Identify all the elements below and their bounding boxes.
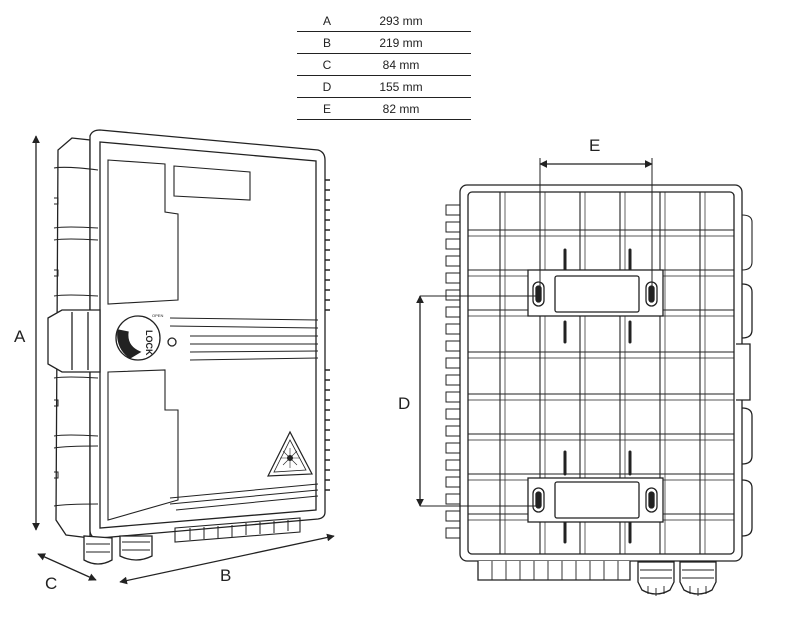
dim-key: A [297, 10, 361, 32]
open-label: OPEN [152, 313, 163, 318]
dim-value: 219 mm [361, 31, 471, 54]
dimension-c-label: C [45, 574, 57, 593]
lock-label: LOCK [144, 330, 154, 356]
dimension-e-label: E [589, 136, 600, 155]
dim-key: D [297, 75, 361, 98]
dim-key: B [297, 31, 361, 54]
dim-key: C [297, 53, 361, 76]
dim-value: 293 mm [361, 10, 471, 32]
dimension-b-line [119, 533, 335, 585]
dimension-c-line [37, 553, 97, 581]
laser-warning-icon [267, 430, 313, 477]
dimension-a-label: A [14, 327, 26, 346]
dimension-b-label: B [220, 566, 231, 585]
back-view-enclosure [445, 184, 753, 596]
dim-value: 155 mm [361, 75, 471, 98]
dim-key: E [297, 97, 361, 120]
dim-value: 84 mm [361, 53, 471, 76]
front-view-enclosure [47, 129, 330, 565]
dimension-d-label: D [398, 394, 410, 413]
dim-value: 82 mm [361, 97, 471, 120]
lock-knob-icon [117, 329, 142, 359]
